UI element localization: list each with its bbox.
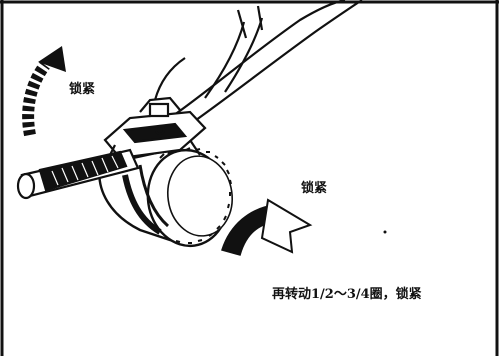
hose-lines <box>153 0 363 131</box>
hub-assembly <box>98 147 233 248</box>
curved-rotation-arrow-icon <box>221 198 313 256</box>
clamp-latch <box>103 96 207 166</box>
lock-label-upper: 锁紧 <box>69 82 96 97</box>
lever-handle <box>16 148 140 200</box>
stray-dot <box>383 230 387 234</box>
dashed-curved-arrow-icon <box>22 46 66 137</box>
lock-label-right: 锁紧 <box>301 181 328 196</box>
instruction-text: 再转动1/2～3/4圈，锁紧 <box>272 287 422 302</box>
